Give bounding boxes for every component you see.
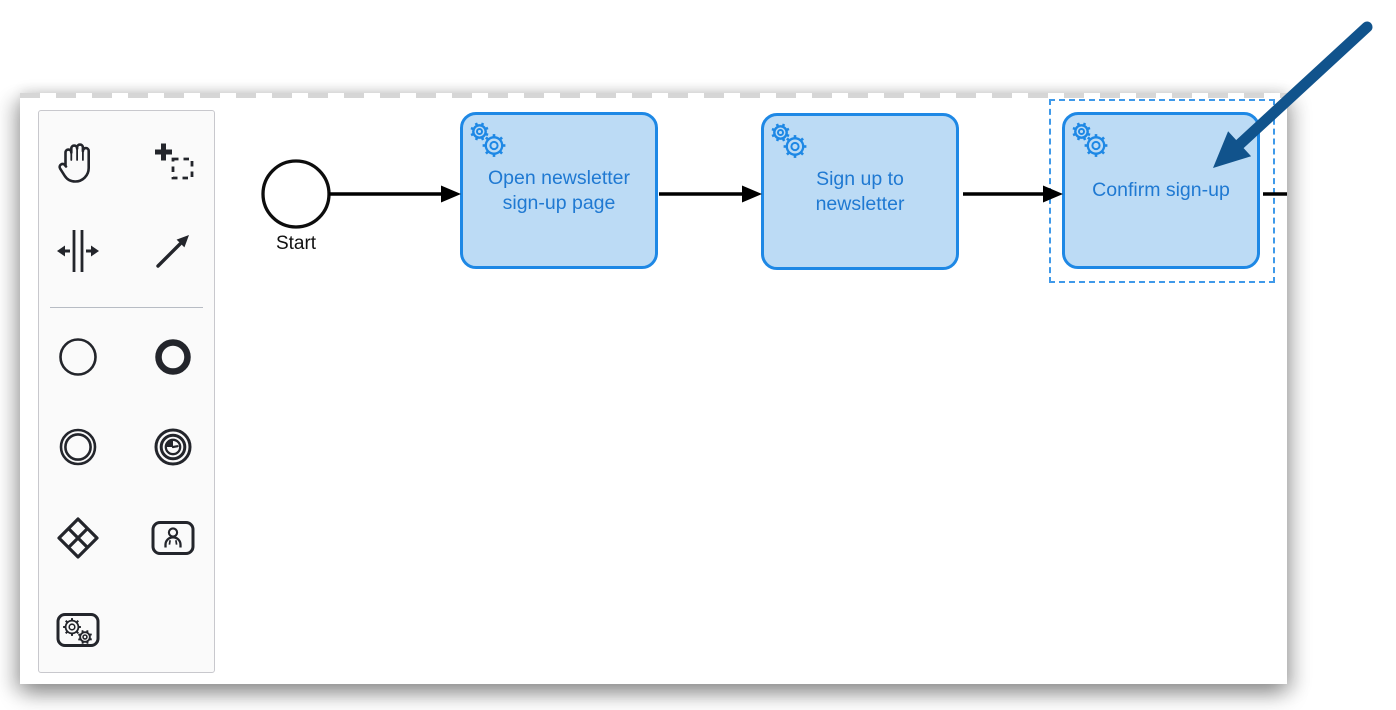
hand-icon: [58, 143, 90, 183]
create-service-task[interactable]: [46, 598, 110, 662]
sequence-flow[interactable]: [963, 185, 1063, 203]
task-sign-up-newsletter[interactable]: Sign up to newsletter: [761, 113, 959, 270]
lasso-crosshair-icon: [155, 143, 194, 180]
create-user-task[interactable]: [141, 506, 205, 570]
lasso-tool[interactable]: [141, 129, 205, 193]
palette-separator: [50, 307, 203, 308]
thin-circle-icon: [59, 338, 97, 376]
sequence-flow[interactable]: [659, 185, 762, 203]
double-circle-icon: [59, 428, 97, 466]
start-event-label: Start: [275, 233, 317, 254]
thick-circle-icon: [155, 339, 191, 375]
sequence-flow[interactable]: [329, 185, 461, 203]
create-intermediate-event[interactable]: [46, 415, 110, 479]
task-label: Sign up to newsletter: [815, 167, 905, 215]
start-event[interactable]: [261, 159, 331, 229]
diamond-x-icon: [57, 517, 99, 559]
create-timer-event[interactable]: [141, 415, 205, 479]
task-label: Open newsletter sign-up page: [488, 166, 630, 214]
connect-arrow-icon: [156, 235, 189, 268]
create-end-event[interactable]: [141, 325, 205, 389]
create-start-event[interactable]: [46, 325, 110, 389]
crop-dashed-edge: [20, 93, 1287, 98]
service-task-gears-icon: [770, 122, 808, 160]
modeler-palette: [38, 110, 215, 673]
hand-tool[interactable]: [46, 129, 110, 193]
service-task-gears-icon: [469, 121, 507, 159]
global-connect-tool[interactable]: [141, 219, 205, 283]
service-task-gears-icon: [56, 613, 100, 647]
service-task-gears-icon: [1071, 121, 1109, 159]
user-task-icon: [151, 521, 195, 555]
task-label: Confirm sign-up: [1092, 179, 1230, 202]
create-exclusive-gateway[interactable]: [46, 506, 110, 570]
space-arrows-icon: [57, 230, 99, 272]
task-confirm-sign-up[interactable]: Confirm sign-up: [1062, 112, 1260, 269]
task-open-newsletter-page[interactable]: Open newsletter sign-up page: [460, 112, 658, 269]
timer-clock-icon: [154, 428, 192, 466]
space-tool[interactable]: [46, 219, 110, 283]
